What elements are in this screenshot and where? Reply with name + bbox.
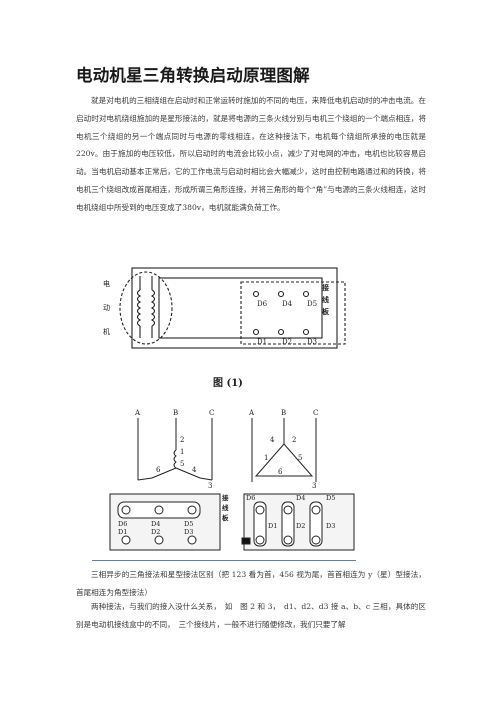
svg-text:D1: D1 <box>118 528 127 536</box>
svg-text:D3: D3 <box>184 528 193 536</box>
svg-text:线: 线 <box>222 503 229 512</box>
svg-text:板: 板 <box>322 307 330 316</box>
motor-circle <box>119 271 173 345</box>
svg-text:D3: D3 <box>307 338 317 346</box>
svg-text:B: B <box>281 409 286 417</box>
svg-text:D1: D1 <box>268 522 277 530</box>
svg-text:6: 6 <box>278 468 283 476</box>
caption-paragraph: 三相异步的三角接法和星型接法区别（把 123 看为首，456 视为尾，首首相连为… <box>76 570 426 597</box>
svg-text:D2: D2 <box>282 338 292 346</box>
svg-text:动: 动 <box>103 303 110 312</box>
svg-text:电: 电 <box>103 279 110 288</box>
svg-text:A: A <box>248 409 255 417</box>
svg-text:D6: D6 <box>246 494 255 502</box>
svg-text:D5: D5 <box>307 300 317 308</box>
terminal-board-box <box>240 281 346 345</box>
svg-text:板: 板 <box>222 513 229 522</box>
svg-text:D1: D1 <box>257 338 267 346</box>
svg-text:4: 4 <box>192 466 197 474</box>
figure-2-labels: A B C 2 1 5 6 4 3 A B C 4 2 1 5 6 3 <box>134 409 318 490</box>
svg-text:C: C <box>313 409 318 417</box>
svg-text:1: 1 <box>264 454 268 462</box>
svg-text:D4: D4 <box>282 300 293 308</box>
svg-text:5: 5 <box>298 454 302 462</box>
svg-text:2: 2 <box>180 436 184 444</box>
svg-text:3: 3 <box>208 482 212 490</box>
wiring-figure: 电 动 机 接 线 板 D6 D4 D5 D1 D2 D3 图 (1) A B … <box>103 267 355 551</box>
svg-text:2: 2 <box>292 436 296 444</box>
svg-text:4: 4 <box>270 436 275 444</box>
intro-paragraph: 就是对电机的三相绕组在启动时和正常运转时施加的不同的电压，来降低电机启动时的冲击… <box>76 96 426 212</box>
delta-terminal-board <box>241 493 355 551</box>
svg-text:D2: D2 <box>296 522 305 530</box>
svg-text:D4: D4 <box>296 494 305 502</box>
page-title: 电动机星三角转换启动原理图解 <box>76 66 310 85</box>
svg-text:接: 接 <box>222 493 229 502</box>
svg-text:D4: D4 <box>151 520 160 528</box>
svg-text:接: 接 <box>322 283 329 292</box>
svg-text:机: 机 <box>103 327 110 336</box>
caption-divider <box>92 560 356 561</box>
star-terminal-board <box>109 493 221 551</box>
svg-text:线: 线 <box>322 295 329 304</box>
figure-1-motor-diagram <box>119 267 346 349</box>
figure-1-labels: 电 动 机 接 线 板 D6 D4 D5 D1 D2 D3 <box>103 279 330 346</box>
svg-text:D6: D6 <box>118 520 127 528</box>
figure-2-board-labels: 接 线 板 D6 D4 D5 D1 D2 D3 D6 D4 D5 D1 D2 D… <box>118 493 335 536</box>
svg-text:D5: D5 <box>326 494 335 502</box>
svg-text:1: 1 <box>180 448 184 456</box>
figure-2-star-delta <box>137 418 317 482</box>
svg-text:A: A <box>134 409 141 417</box>
svg-text:D6: D6 <box>257 300 268 308</box>
svg-text:C: C <box>209 409 214 417</box>
body-paragraph: 两种接法，与我们的接入没什么关系， 如 图 2 和 3， d1、d2、d3 接 … <box>76 602 426 629</box>
svg-text:3: 3 <box>312 482 316 490</box>
figure-1-caption: 图 (1) <box>213 377 243 389</box>
svg-text:D3: D3 <box>326 522 335 530</box>
svg-text:5: 5 <box>180 460 184 468</box>
svg-text:6: 6 <box>156 466 161 474</box>
svg-text:D5: D5 <box>184 520 193 528</box>
svg-text:B: B <box>173 409 178 417</box>
svg-text:D2: D2 <box>151 528 160 536</box>
